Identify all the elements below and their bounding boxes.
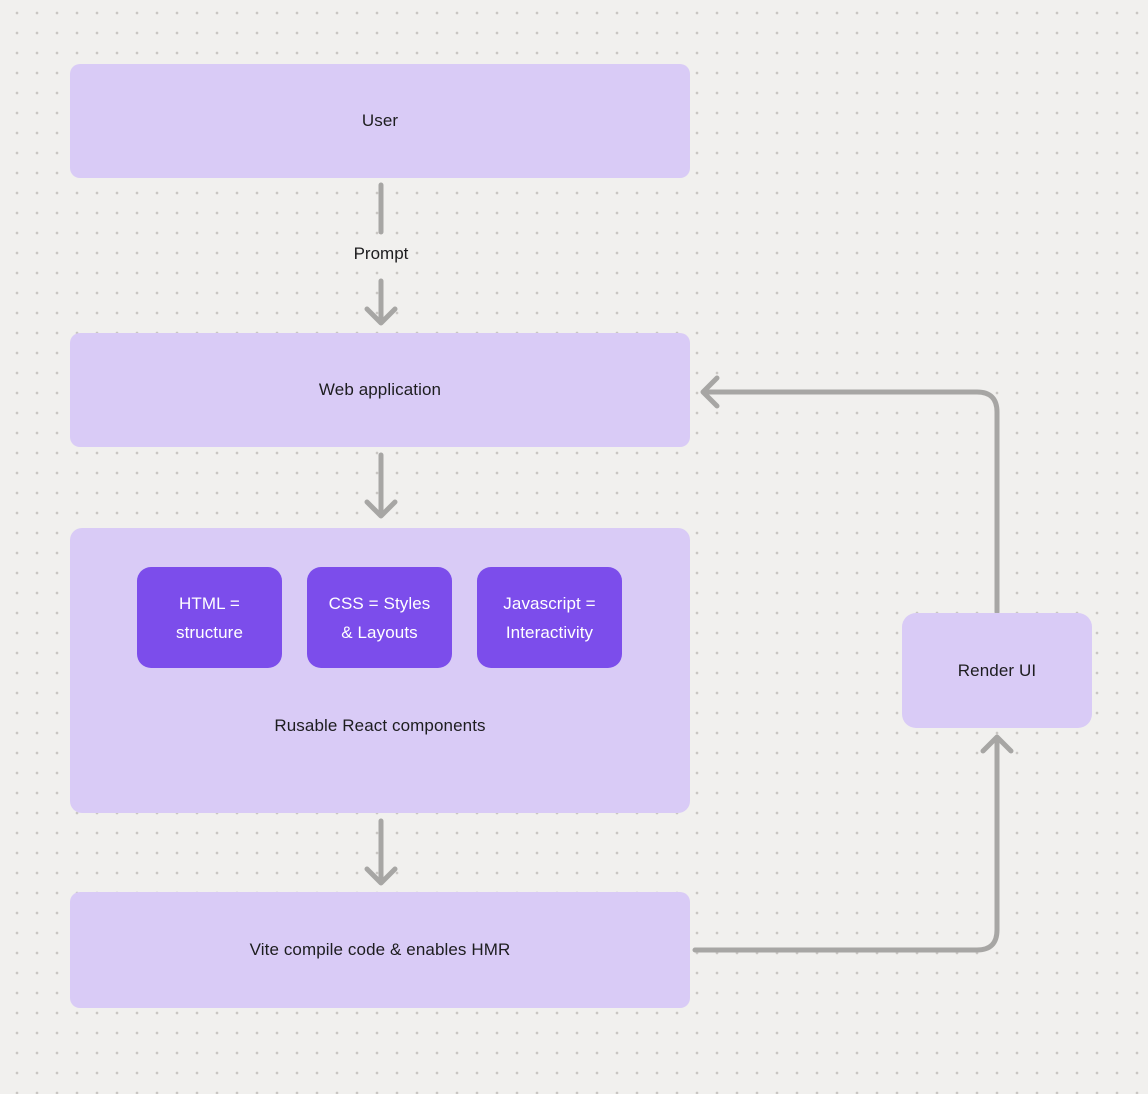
node-render-ui-label: Render UI: [957, 660, 1037, 680]
edge-renderui-to-webapp[interactable]: [700, 375, 1000, 615]
node-web-application[interactable]: Web application: [70, 333, 690, 447]
node-vite[interactable]: Vite compile code & enables HMR: [70, 892, 690, 1008]
arrowhead-down-icon: [364, 499, 398, 519]
edge-label-prompt: Prompt: [353, 244, 409, 263]
edge-vite-to-renderui-line: [692, 737, 1000, 953]
arrowhead-down-icon: [364, 866, 398, 886]
node-javascript[interactable]: Javascript = Interactivity: [477, 567, 622, 668]
edge-vite-to-renderui[interactable]: [692, 734, 1014, 953]
edge-webapp-to-components[interactable]: [364, 452, 398, 519]
node-html-label: HTML = structure: [175, 593, 244, 642]
node-user[interactable]: User: [70, 64, 690, 178]
edge-renderui-to-webapp-line: [702, 389, 1000, 615]
node-javascript-label: Javascript = Interactivity: [503, 593, 596, 642]
node-user-label: User: [361, 111, 399, 130]
arrowhead-down-icon: [364, 306, 398, 326]
node-web-application-label: Web application: [318, 380, 442, 399]
node-html[interactable]: HTML = structure: [137, 567, 282, 668]
arrowhead-up-icon: [980, 734, 1014, 754]
node-render-ui[interactable]: Render UI: [902, 613, 1092, 728]
components-group-label: Rusable React components: [274, 716, 486, 735]
node-css-label: CSS = Styles & Layouts: [328, 593, 431, 642]
arrowhead-left-icon: [700, 375, 720, 409]
node-vite-label: Vite compile code & enables HMR: [249, 940, 511, 959]
node-css[interactable]: CSS = Styles & Layouts: [307, 567, 452, 668]
edge-components-to-vite[interactable]: [364, 818, 398, 886]
